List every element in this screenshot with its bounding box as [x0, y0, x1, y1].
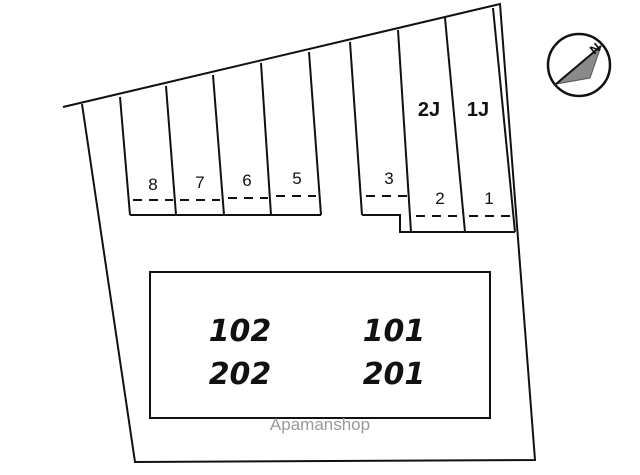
- parking-slot-label: 7: [195, 173, 204, 192]
- parking-divider: [308, 51, 322, 216]
- parking-slot-label: 6: [242, 171, 251, 190]
- parking-divider: [165, 85, 177, 216]
- unit-number: 201: [363, 357, 426, 392]
- j-slot-label: 1J: [467, 99, 489, 121]
- north-arrow-icon: N: [546, 32, 612, 98]
- parking-slot-label: 3: [384, 169, 393, 188]
- parking-divider: [260, 62, 272, 216]
- j-slot-label: 2J: [418, 99, 440, 121]
- site-boundary: [62, 2, 537, 464]
- watermark-text: Apamanshop: [270, 415, 370, 434]
- unit-number: 101: [363, 314, 426, 349]
- building-outline: [149, 271, 491, 419]
- parking-slot-label: 2: [435, 189, 444, 208]
- parking-slot-label: 1: [484, 189, 493, 208]
- parking-divider: [444, 17, 466, 233]
- parking-divider: [397, 29, 412, 233]
- parking-slot-label: 5: [292, 169, 301, 188]
- parking-divider: [212, 74, 225, 216]
- unit-number: 102: [209, 314, 272, 349]
- parking-bay-back-line: [362, 214, 515, 233]
- parking-divider: [492, 7, 516, 233]
- parking-slot-label: 8: [148, 175, 157, 194]
- parking-divider: [119, 96, 131, 216]
- unit-number: 202: [209, 357, 272, 392]
- parking-divider: [349, 41, 363, 216]
